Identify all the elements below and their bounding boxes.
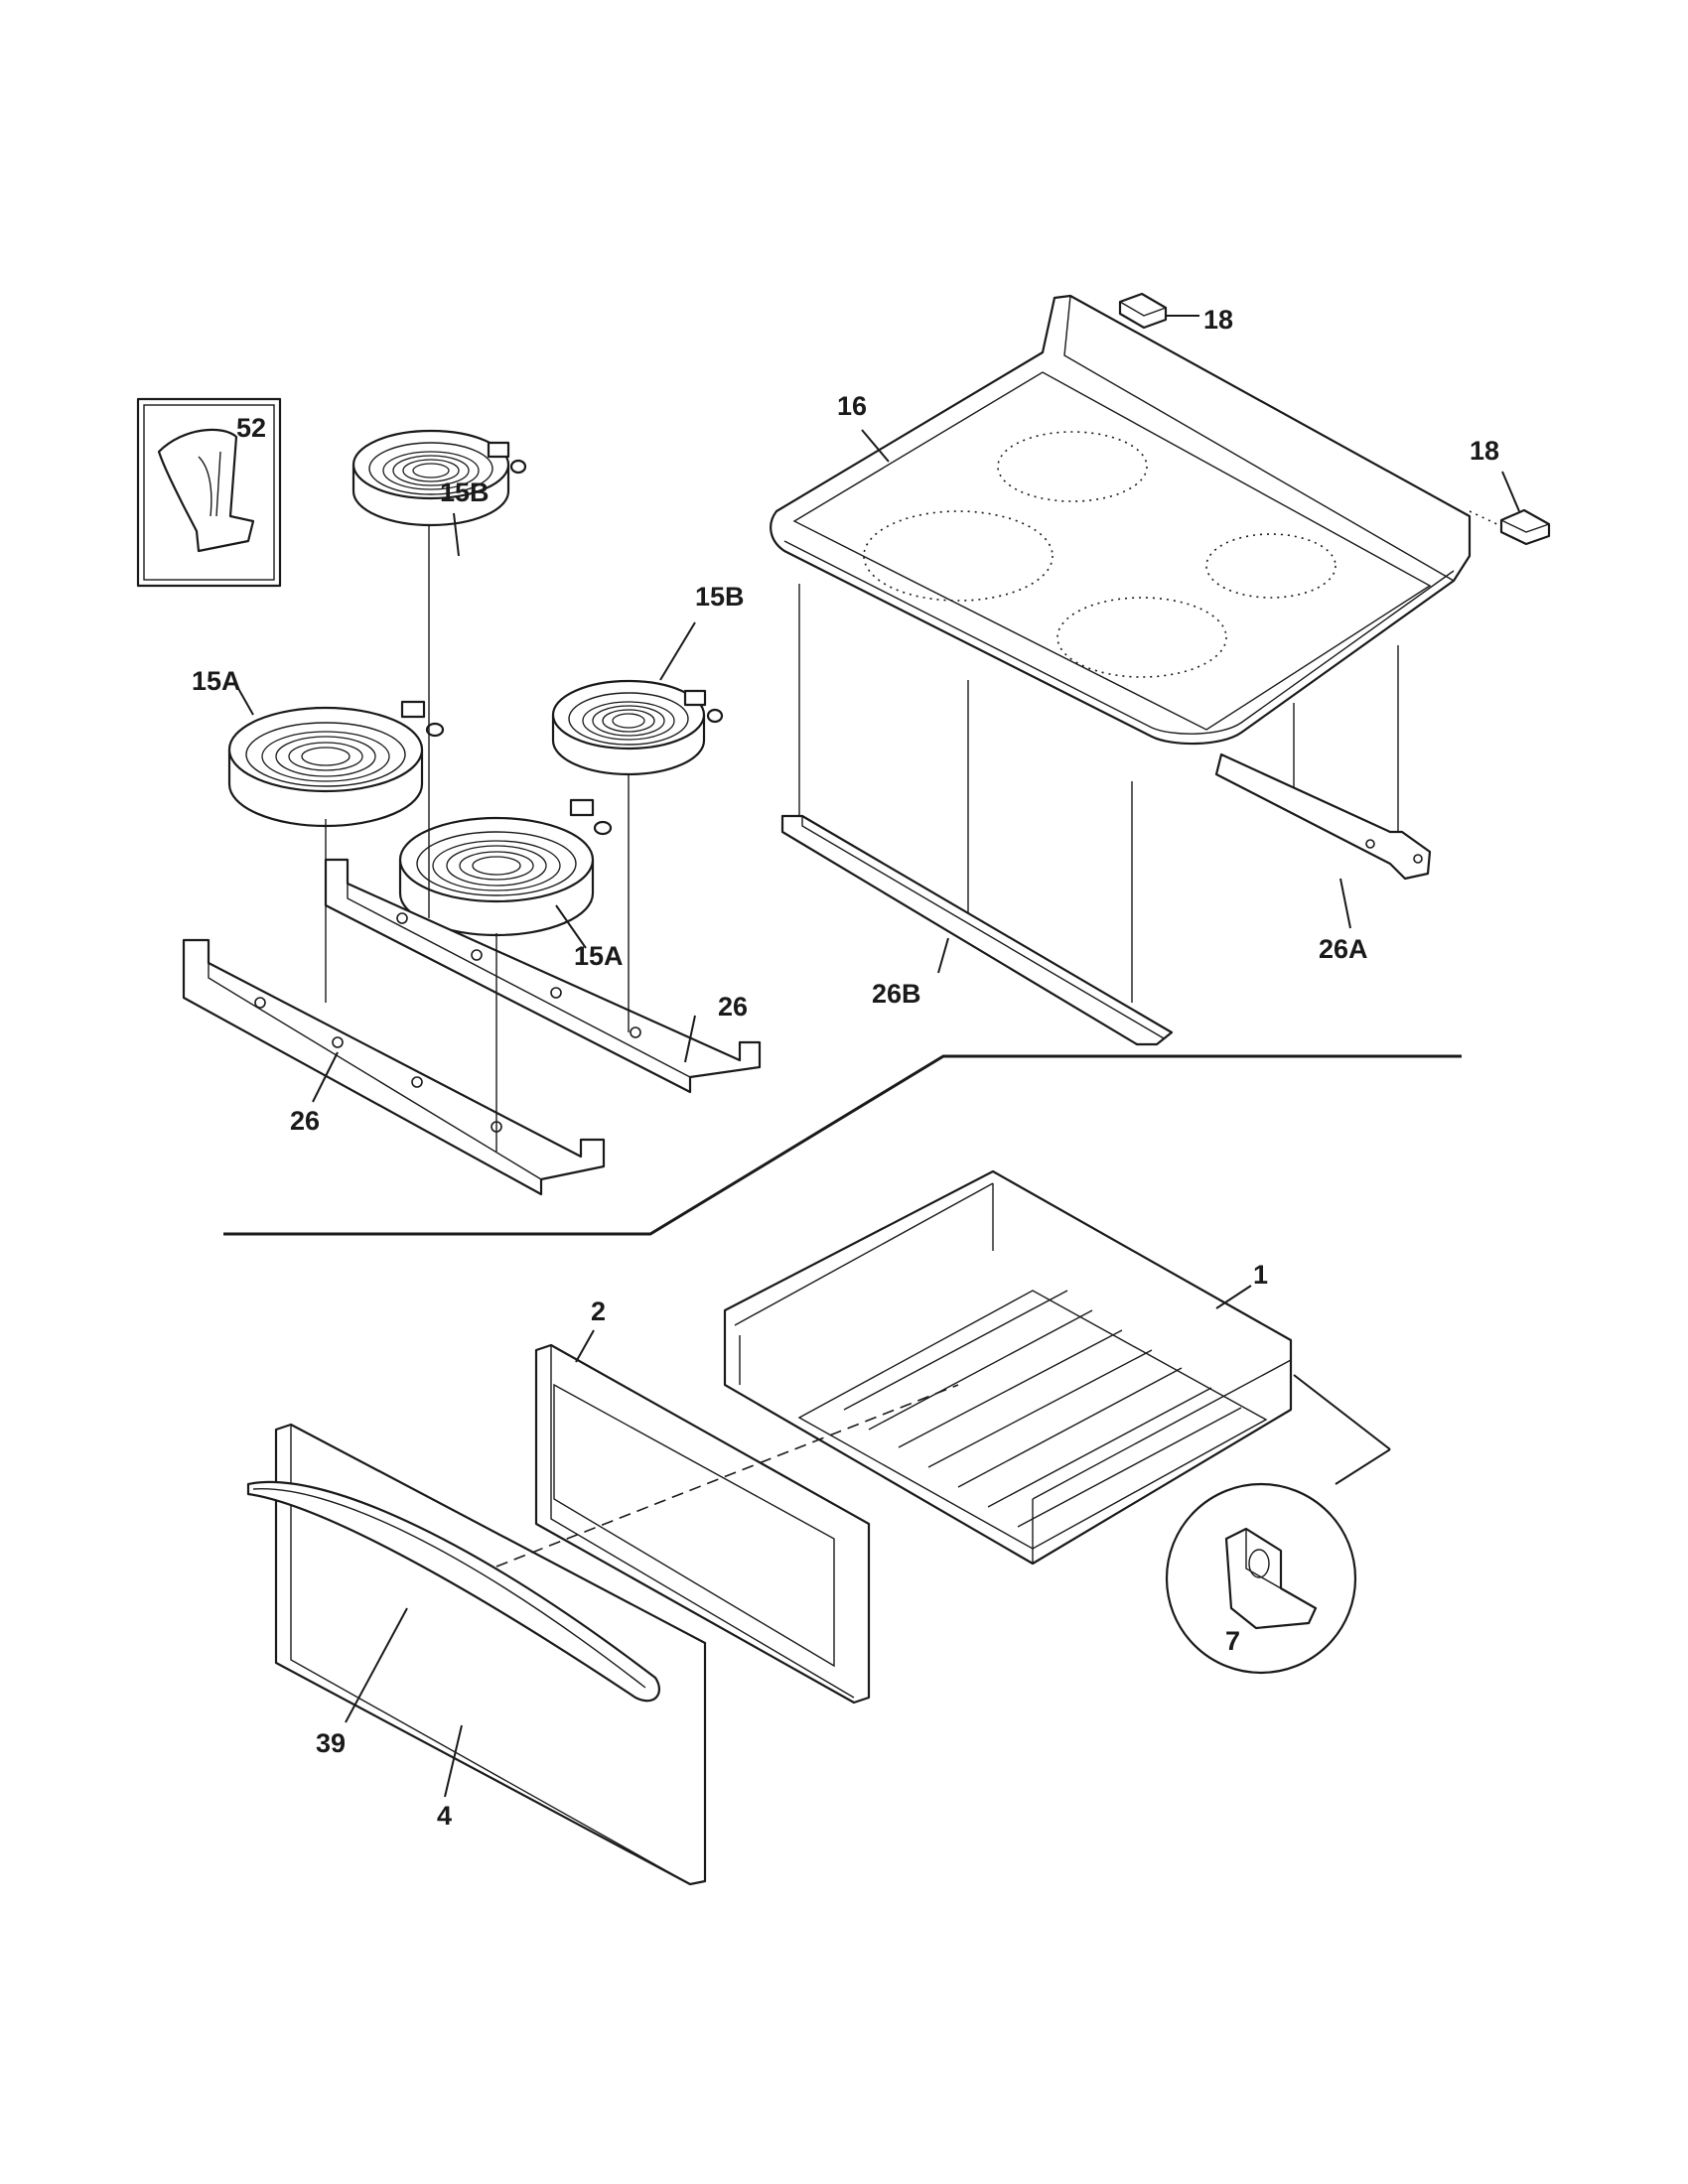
callout-26-front: 26 bbox=[290, 1106, 320, 1136]
part-52-clip-icon bbox=[157, 428, 255, 553]
callout-18-top: 18 bbox=[1203, 305, 1233, 335]
callout-15a-front-right: 15A bbox=[574, 941, 624, 971]
handle-39 bbox=[246, 1480, 660, 1703]
callout-16: 16 bbox=[837, 391, 867, 421]
callout-7: 7 bbox=[1225, 1626, 1240, 1656]
element-15b-rear-right bbox=[551, 679, 724, 776]
callout-52: 52 bbox=[236, 413, 266, 443]
drawer-liner-2 bbox=[534, 1343, 871, 1705]
callout-15a-front-left: 15A bbox=[192, 666, 241, 696]
callout-1: 1 bbox=[1253, 1260, 1268, 1290]
callout-2: 2 bbox=[591, 1297, 606, 1326]
callout-26-rear: 26 bbox=[718, 992, 748, 1022]
cooktop-16 bbox=[770, 294, 1472, 746]
callout-4: 4 bbox=[437, 1801, 452, 1831]
part-7-clip-icon bbox=[1224, 1527, 1318, 1630]
hinge-clip-18-top bbox=[1118, 292, 1168, 330]
hinge-clip-18-right bbox=[1499, 508, 1551, 546]
rail-26a bbox=[1214, 752, 1432, 881]
callout-18-right: 18 bbox=[1470, 436, 1499, 466]
callout-26b: 26B bbox=[872, 979, 921, 1009]
part-52-inset bbox=[136, 397, 282, 588]
element-15a-front-left bbox=[227, 700, 445, 828]
section-separator bbox=[223, 1054, 1462, 1236]
drawer-floor-ribs bbox=[843, 1290, 1242, 1528]
part-7-inset bbox=[1165, 1482, 1357, 1675]
bracket-26-rear bbox=[324, 858, 762, 1094]
callout-15b-rear-right: 15B bbox=[695, 582, 745, 612]
element-15b-rear-left bbox=[352, 429, 527, 527]
callout-15b-rear-left: 15B bbox=[440, 478, 490, 507]
element-15a-front-right bbox=[398, 798, 613, 937]
cooktop-burner-markings bbox=[863, 431, 1336, 678]
callout-26a: 26A bbox=[1319, 934, 1368, 964]
callout-39: 39 bbox=[316, 1728, 346, 1758]
rail-26b bbox=[780, 814, 1174, 1046]
drawer-body-1 bbox=[723, 1169, 1293, 1566]
